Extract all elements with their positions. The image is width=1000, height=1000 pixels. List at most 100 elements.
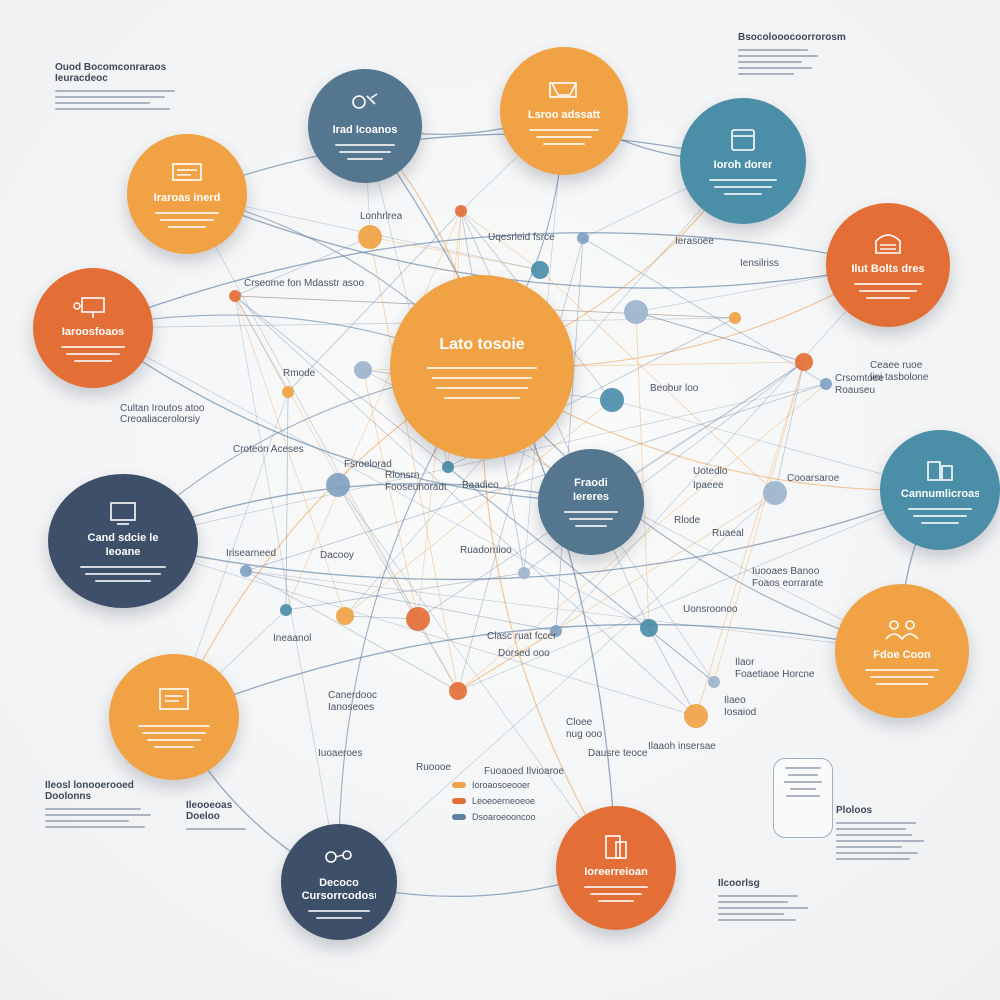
node-6[interactable]: Iaroosfoaos (33, 268, 153, 388)
connector-dot[interactable] (820, 378, 832, 390)
node-13-title: Ioreerreioan (584, 865, 648, 878)
connector-dot[interactable] (449, 682, 467, 700)
legend-text: Ioroaosoeooer (472, 780, 531, 790)
legend-text: Dsoaroeooncoo (472, 812, 536, 822)
edge-label: Cloee nug ooo (566, 717, 603, 740)
edge-label: Fsroelorad (344, 459, 392, 470)
edge-label: Ilaor Foaetiaoe Horcne (735, 657, 815, 680)
edge (287, 210, 462, 393)
edge (695, 361, 805, 717)
edge-label: Irisearneed (226, 548, 277, 559)
node-5[interactable]: Ilut Bolts dres (826, 203, 950, 327)
connector-dot[interactable] (550, 625, 562, 637)
edge (234, 295, 697, 717)
legend-row: Dsoaroeooncoo (452, 812, 536, 822)
node-8-title: Cand sdcie le Ieoane (87, 532, 159, 558)
node-7[interactable]: Fraodi Iereres (538, 449, 644, 555)
edge-label: Fuoaoed Ilvioaroe (484, 766, 565, 777)
edge-label: Iuoaeroes (318, 748, 363, 759)
legend-swatch-blue (452, 814, 466, 820)
edge-label: Rmode (283, 368, 316, 379)
connector-dot[interactable] (518, 567, 530, 579)
edge-label: Lonhrlrea (360, 211, 403, 222)
edge-label: Clasc ruat fccer (487, 631, 557, 642)
connector-dot[interactable] (624, 300, 648, 324)
edge (555, 264, 889, 632)
node-12[interactable]: Decoco Cursorrcodosus (281, 824, 397, 940)
edge (713, 361, 805, 683)
note-heading: Bsocolooocoorrorosm (738, 32, 846, 43)
connector-dot[interactable] (577, 232, 589, 244)
connector-dot[interactable] (684, 704, 708, 728)
edge (369, 236, 541, 271)
edge (92, 327, 650, 629)
connector-dot[interactable] (729, 312, 741, 324)
connector-dot[interactable] (531, 261, 549, 279)
connector-dot[interactable] (336, 607, 354, 625)
edge (447, 466, 715, 683)
edge (635, 311, 805, 363)
edge (122, 540, 697, 717)
node-9[interactable]: Cannumlicroasde (880, 430, 1000, 550)
edge-label: Creoaliacerolorsiy (120, 414, 201, 425)
connector-dot[interactable] (280, 604, 292, 616)
edge (457, 492, 776, 692)
edge (539, 269, 776, 494)
edge (186, 193, 889, 289)
edge (635, 311, 805, 363)
shop-icon (549, 82, 577, 98)
connector-dot[interactable] (763, 481, 787, 505)
edge-label: Uotedlo (693, 466, 728, 477)
edge-label: Canerdooc Ianoseoes (328, 690, 377, 713)
edge (582, 237, 827, 385)
edge-label: Dorsed ooo (498, 648, 550, 659)
node-13[interactable]: Ioreerreioan (556, 806, 676, 930)
node-9-title: Cannumlicroasde (900, 487, 980, 500)
connector-dot[interactable] (282, 386, 294, 398)
screen-icon (110, 502, 136, 526)
edge (457, 489, 941, 692)
note-heading: Ileooeoas Doeloo (186, 800, 233, 822)
connector-dot[interactable] (406, 607, 430, 631)
connector-dot[interactable] (240, 565, 252, 577)
node-1-title: Irad Icoanos (332, 123, 398, 136)
node-11[interactable] (109, 654, 239, 780)
connector-dot[interactable] (358, 225, 382, 249)
edge (234, 295, 346, 617)
node-2[interactable]: Lsroo adssatt (500, 47, 628, 175)
connector-dot[interactable] (640, 619, 658, 637)
edge-label: Dacooy (320, 550, 354, 561)
edge (186, 193, 419, 620)
connector-dot[interactable] (455, 205, 467, 217)
connector-dot[interactable] (229, 290, 241, 302)
connector-dot[interactable] (600, 388, 624, 412)
node-10[interactable]: Fdoe Coon (835, 584, 969, 718)
edge-label: Ilaeo Iosaiod (724, 695, 757, 718)
edge (285, 391, 289, 611)
hub-text-lines (427, 366, 537, 399)
node-8[interactable]: Cand sdcie le Ieoane (48, 474, 198, 608)
connector-dot[interactable] (795, 353, 813, 371)
note-heading: Ouod Bocomconraraos Ieuracdeoc (55, 62, 167, 84)
connector-dot[interactable] (708, 676, 720, 688)
node-3[interactable]: Ioroh dorer (680, 98, 806, 224)
legend-text: Leoeoerneoeoe (472, 796, 536, 806)
node-4[interactable]: Iraroas inerd (127, 134, 247, 254)
edge (245, 570, 557, 632)
edge (186, 133, 744, 195)
node-4-title: Iraroas inerd (153, 191, 221, 204)
presentation-icon (73, 297, 105, 318)
outlined-card[interactable] (773, 758, 833, 838)
edge (362, 369, 419, 620)
hub-node[interactable]: Lato tosoie (390, 275, 574, 459)
people-icon (885, 620, 919, 641)
edge (92, 327, 592, 503)
edge (344, 399, 613, 617)
calendar-icon (731, 129, 755, 151)
edge-label: Rlonsrn Fooseunoradt (385, 470, 447, 493)
connector-dot[interactable] (326, 473, 350, 497)
connector-dot[interactable] (354, 361, 372, 379)
node-1[interactable]: Irad Icoanos (308, 69, 422, 183)
connector-dot[interactable] (442, 461, 454, 473)
edge-label: Ilaaoh insersae (648, 741, 716, 752)
